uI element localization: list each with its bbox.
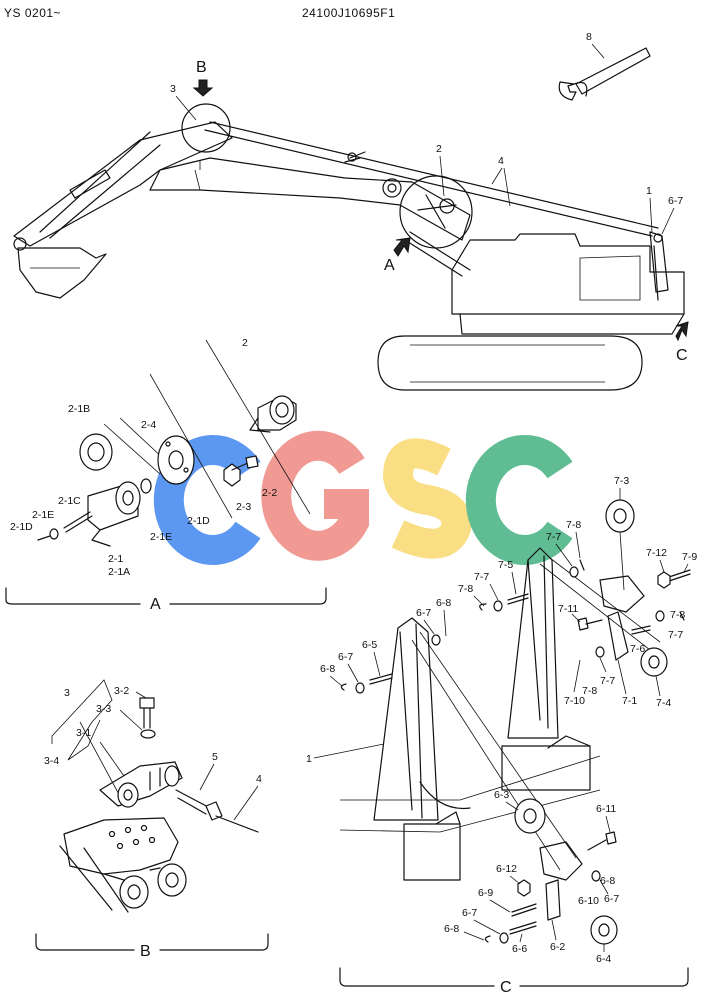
svg-text:6-10: 6-10 (578, 895, 599, 907)
svg-text:2: 2 (436, 143, 442, 155)
svg-text:7-7: 7-7 (474, 571, 489, 583)
svg-text:4: 4 (256, 773, 262, 785)
svg-text:C: C (500, 979, 512, 996)
svg-text:7-5: 7-5 (498, 559, 513, 571)
spanner-wrench (558, 47, 651, 101)
svg-text:2-1B: 2-1B (68, 403, 90, 415)
svg-text:2-1: 2-1 (108, 553, 123, 565)
svg-text:7-8: 7-8 (566, 519, 581, 531)
svg-text:6-4: 6-4 (596, 953, 611, 965)
svg-text:C: C (676, 347, 688, 364)
svg-text:7-8: 7-8 (582, 685, 597, 697)
svg-text:A: A (150, 596, 161, 613)
section-b-callouts: 3 3-2 3-3 3-1 3-4 5 4 (44, 685, 262, 821)
svg-text:1: 1 (646, 185, 652, 197)
svg-text:3-1: 3-1 (76, 727, 91, 739)
svg-text:8: 8 (586, 31, 592, 43)
svg-text:6-9: 6-9 (478, 887, 493, 899)
svg-text:6-7: 6-7 (462, 907, 477, 919)
svg-text:7-10: 7-10 (564, 695, 585, 707)
view-arrow-a: A (384, 237, 411, 274)
svg-text:2-2: 2-2 (262, 487, 277, 499)
svg-text:B: B (196, 59, 207, 76)
svg-text:7-8: 7-8 (670, 609, 685, 621)
svg-text:7-7: 7-7 (546, 531, 561, 543)
view-arrow-c: C (675, 321, 689, 364)
overview-callouts: 8 3 2 4 1 6-7 (170, 31, 683, 235)
section-b-assembly (51, 679, 259, 913)
svg-text:3-2: 3-2 (114, 685, 129, 697)
svg-text:2-1C: 2-1C (58, 495, 81, 507)
svg-text:7-3: 7-3 (614, 475, 629, 487)
svg-text:2-3: 2-3 (236, 501, 251, 513)
svg-text:4: 4 (498, 155, 504, 167)
watermark-letter-g (261, 430, 369, 561)
section-a-callouts: 2 2-1B 2-4 2-2 2-3 2-1D 2-1E 2-1C 2-1E 2… (10, 337, 277, 578)
svg-text:3-4: 3-4 (44, 755, 59, 767)
section-c-callouts: 7-3 7-8 7-7 7-5 7-12 7-9 7-8 7-7 7-11 7-… (306, 475, 697, 965)
svg-text:2-1D: 2-1D (187, 515, 210, 527)
svg-text:2-1A: 2-1A (108, 566, 130, 578)
section-a-assembly (37, 339, 311, 547)
svg-text:6-3: 6-3 (494, 789, 509, 801)
svg-text:2-1D: 2-1D (10, 521, 33, 533)
svg-text:6-6: 6-6 (512, 943, 527, 955)
excavator-overview (13, 103, 685, 391)
svg-text:6-8: 6-8 (600, 875, 615, 887)
svg-text:2-1E: 2-1E (150, 531, 172, 543)
svg-text:7-12: 7-12 (646, 547, 667, 559)
svg-text:7-9: 7-9 (682, 551, 697, 563)
svg-text:7-4: 7-4 (656, 697, 671, 709)
header-center-code: 24100J10695F1 (302, 6, 396, 20)
svg-text:6-7: 6-7 (416, 607, 431, 619)
svg-text:3-3: 3-3 (96, 703, 111, 715)
svg-text:7-7: 7-7 (668, 629, 683, 641)
svg-text:6-11: 6-11 (596, 803, 616, 815)
svg-text:7-6: 7-6 (630, 643, 645, 655)
svg-text:6-2: 6-2 (550, 941, 565, 953)
svg-text:5: 5 (212, 751, 218, 763)
svg-text:6-7: 6-7 (604, 893, 619, 905)
watermark-letter-c2 (465, 435, 573, 565)
watermark-letter-s (382, 438, 472, 559)
svg-text:6-8: 6-8 (444, 923, 459, 935)
svg-text:7-8: 7-8 (458, 583, 473, 595)
section-b-bracket: B (35, 933, 269, 960)
svg-text:6-8: 6-8 (436, 597, 451, 609)
view-arrow-b: B (192, 59, 214, 97)
svg-text:B: B (140, 943, 151, 960)
svg-text:6-8: 6-8 (320, 663, 335, 675)
svg-text:3: 3 (64, 687, 70, 699)
section-a-bracket: A (5, 587, 327, 613)
svg-text:7-11: 7-11 (558, 603, 578, 615)
svg-text:2-4: 2-4 (141, 419, 156, 431)
header-left-code: YS 0201~ (4, 6, 62, 20)
svg-text:6-5: 6-5 (362, 639, 377, 651)
svg-text:A: A (384, 257, 395, 274)
svg-text:2: 2 (242, 337, 248, 349)
watermark-cgsc (153, 430, 573, 565)
svg-text:6-7: 6-7 (668, 195, 683, 207)
svg-text:7-7: 7-7 (600, 675, 615, 687)
svg-text:1: 1 (306, 753, 312, 765)
svg-text:3: 3 (170, 83, 176, 95)
watermark-letter-c1 (153, 435, 261, 565)
svg-text:7-1: 7-1 (622, 695, 637, 707)
svg-text:2-1E: 2-1E (32, 509, 54, 521)
section-c-bracket: C (339, 967, 689, 996)
section-c-assembly (339, 499, 691, 945)
svg-text:6-7: 6-7 (338, 651, 353, 663)
svg-text:6-12: 6-12 (496, 863, 517, 875)
